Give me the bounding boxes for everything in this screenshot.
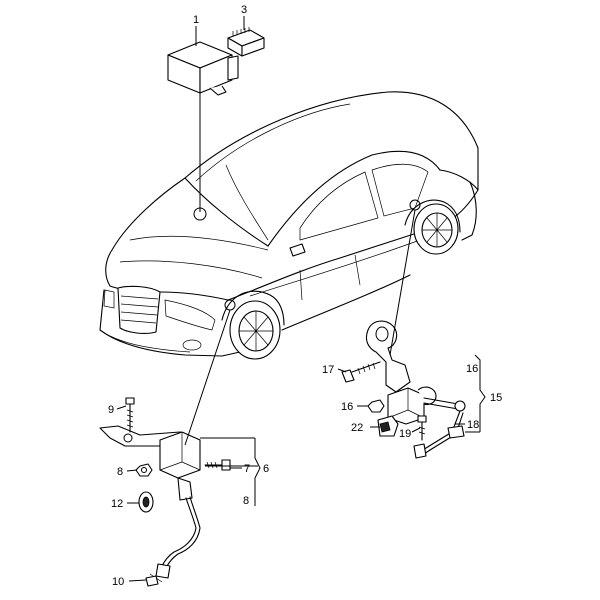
callout-16-bracket: 16: [466, 363, 478, 375]
part-control-unit: [167, 41, 239, 96]
part-bolt-10: [145, 575, 159, 587]
callout-9: 9: [108, 404, 114, 416]
part-connector-22: [377, 415, 399, 437]
part-nut-8: [135, 463, 153, 477]
callout-8: 8: [117, 466, 123, 478]
leader-lines: [116, 16, 486, 582]
callout-1: 1: [193, 14, 199, 26]
part-bushing-12: [138, 491, 154, 513]
location-marker: [224, 299, 236, 311]
callout-8-bracket: 8: [243, 495, 249, 507]
callout-12: 12: [111, 498, 123, 510]
car-illustration: [99, 91, 479, 360]
callout-3: 3: [241, 4, 247, 16]
callout-7: 7: [244, 463, 250, 475]
part-bolt-19: [417, 415, 427, 441]
callout-17: 17: [322, 364, 334, 376]
part-nut-16: [367, 399, 385, 413]
part-bolt-17: [341, 361, 381, 383]
part-bolt-7: [204, 459, 231, 471]
part-bolt-9: [125, 397, 135, 433]
callout-18: 18: [467, 419, 479, 431]
part-connector: [227, 27, 265, 57]
part-rear-level-sensor: [365, 320, 466, 459]
part-front-level-sensor: [99, 425, 201, 583]
callout-6: 6: [263, 463, 269, 475]
callout-10: 10: [112, 576, 124, 588]
callout-labels: 1 3 9 8 7 6 8 12 10 17 16 15 16 22 19 18: [108, 4, 502, 588]
callout-22: 22: [351, 422, 363, 434]
callout-19: 19: [399, 428, 411, 440]
callout-16: 16: [341, 401, 353, 413]
callout-15: 15: [490, 392, 502, 404]
